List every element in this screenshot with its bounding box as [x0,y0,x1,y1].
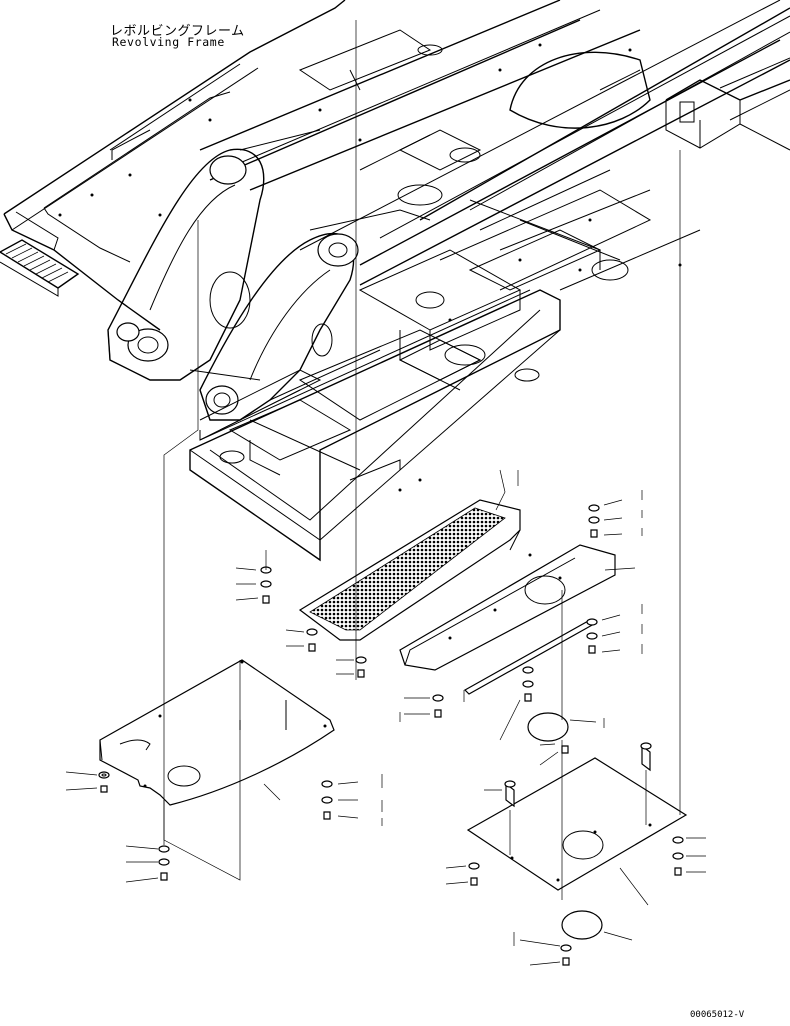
washer [355,656,367,664]
bolt [590,529,598,538]
washer [672,852,684,860]
right-cover-plate [399,544,616,671]
fasteners [98,504,684,966]
bolt [434,709,442,718]
washer [432,694,444,702]
leader-lines [65,20,706,966]
washer [588,516,600,524]
washer [560,944,572,952]
washer [158,845,170,853]
bolt [357,669,365,678]
bolt [308,643,316,652]
bolt [562,957,570,966]
washer [522,666,534,674]
washer [306,628,318,636]
title-japanese: レボルビングフレーム [110,24,245,39]
bolt [674,867,682,876]
washer [321,796,333,804]
round-cover [527,712,603,940]
bolt [323,811,331,820]
drawing-number: 00065012-V [690,1010,745,1020]
bolt [561,745,569,754]
washer [158,858,170,866]
washer [468,862,480,870]
washer [321,780,333,788]
right-under-cover [466,757,688,891]
revolving-frame [0,0,790,562]
washer [586,632,598,640]
pin [504,742,652,808]
washer [672,836,684,844]
washer [588,504,600,512]
washer [260,580,272,588]
washer [522,680,534,688]
bolt [262,595,270,604]
bolt [470,877,478,886]
bolt [588,645,596,654]
bolt [100,785,108,793]
bolt [524,693,532,702]
perforated-cover [298,499,521,641]
washer [586,618,598,626]
washer [98,771,110,779]
bolt [160,872,168,881]
title-english: Revolving Frame [112,35,225,49]
left-under-cover [99,659,335,806]
